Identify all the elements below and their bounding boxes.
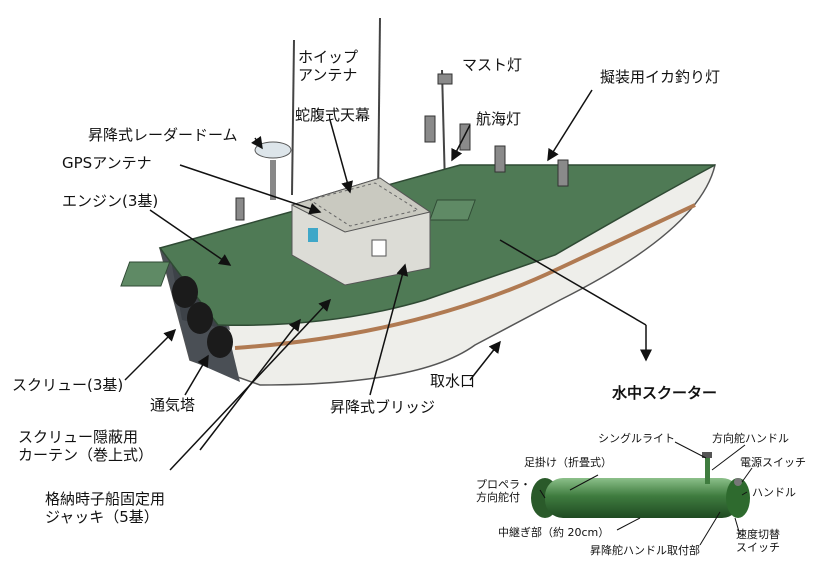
label-awning: 蛇腹式天幕 (295, 106, 371, 124)
label-screw: スクリュー(3基) (12, 376, 124, 394)
label-joint: 中継ぎ部（約 20cm） (498, 526, 610, 539)
radar-dome (254, 141, 292, 200)
label-handle: ハンドル (752, 486, 796, 499)
label-jack: 格納時子船固定用 ジャッキ（5基） (45, 490, 166, 526)
label-footrest: 足掛け（折畳式） (524, 456, 612, 469)
bridge-cabin (290, 177, 432, 286)
label-elevator-mount: 昇降舵ハンドル取付部 (590, 544, 700, 557)
label-curtain: スクリュー隠蔽用 カーテン（巻上式） (18, 428, 154, 464)
label-water-intake: 取水口 (430, 372, 476, 390)
label-propeller: プロペラ・ 方向舵付 (476, 478, 531, 504)
deck (120, 164, 716, 327)
label-whip-antenna: ホイップ アンテナ (298, 48, 359, 84)
label-bridge: 昇降式ブリッジ (330, 398, 436, 416)
scooter-illustration (531, 452, 750, 518)
label-nav-light: 航海灯 (476, 110, 522, 128)
scooter-leaders (539, 441, 753, 546)
label-gps-antenna: GPSアンテナ (62, 154, 152, 172)
leader-lines (124, 89, 652, 471)
scooter-title: 水中スクーター (612, 384, 718, 402)
label-vent-tower: 通気塔 (150, 396, 196, 414)
label-mast-light: マスト灯 (462, 56, 523, 74)
label-rudder-handle: 方向舵ハンドル (712, 432, 789, 445)
propellers (172, 276, 233, 358)
label-radar-dome: 昇降式レーダードーム (88, 126, 238, 144)
deck-lights (235, 73, 569, 221)
label-single-light: シングルライト (598, 432, 675, 445)
label-speed-switch: 速度切替 スイッチ (736, 528, 780, 554)
label-squid-light: 擬装用イカ釣り灯 (600, 68, 721, 86)
label-engine: エンジン(3基) (62, 192, 159, 210)
label-power-switch: 電源スイッチ (740, 456, 806, 469)
